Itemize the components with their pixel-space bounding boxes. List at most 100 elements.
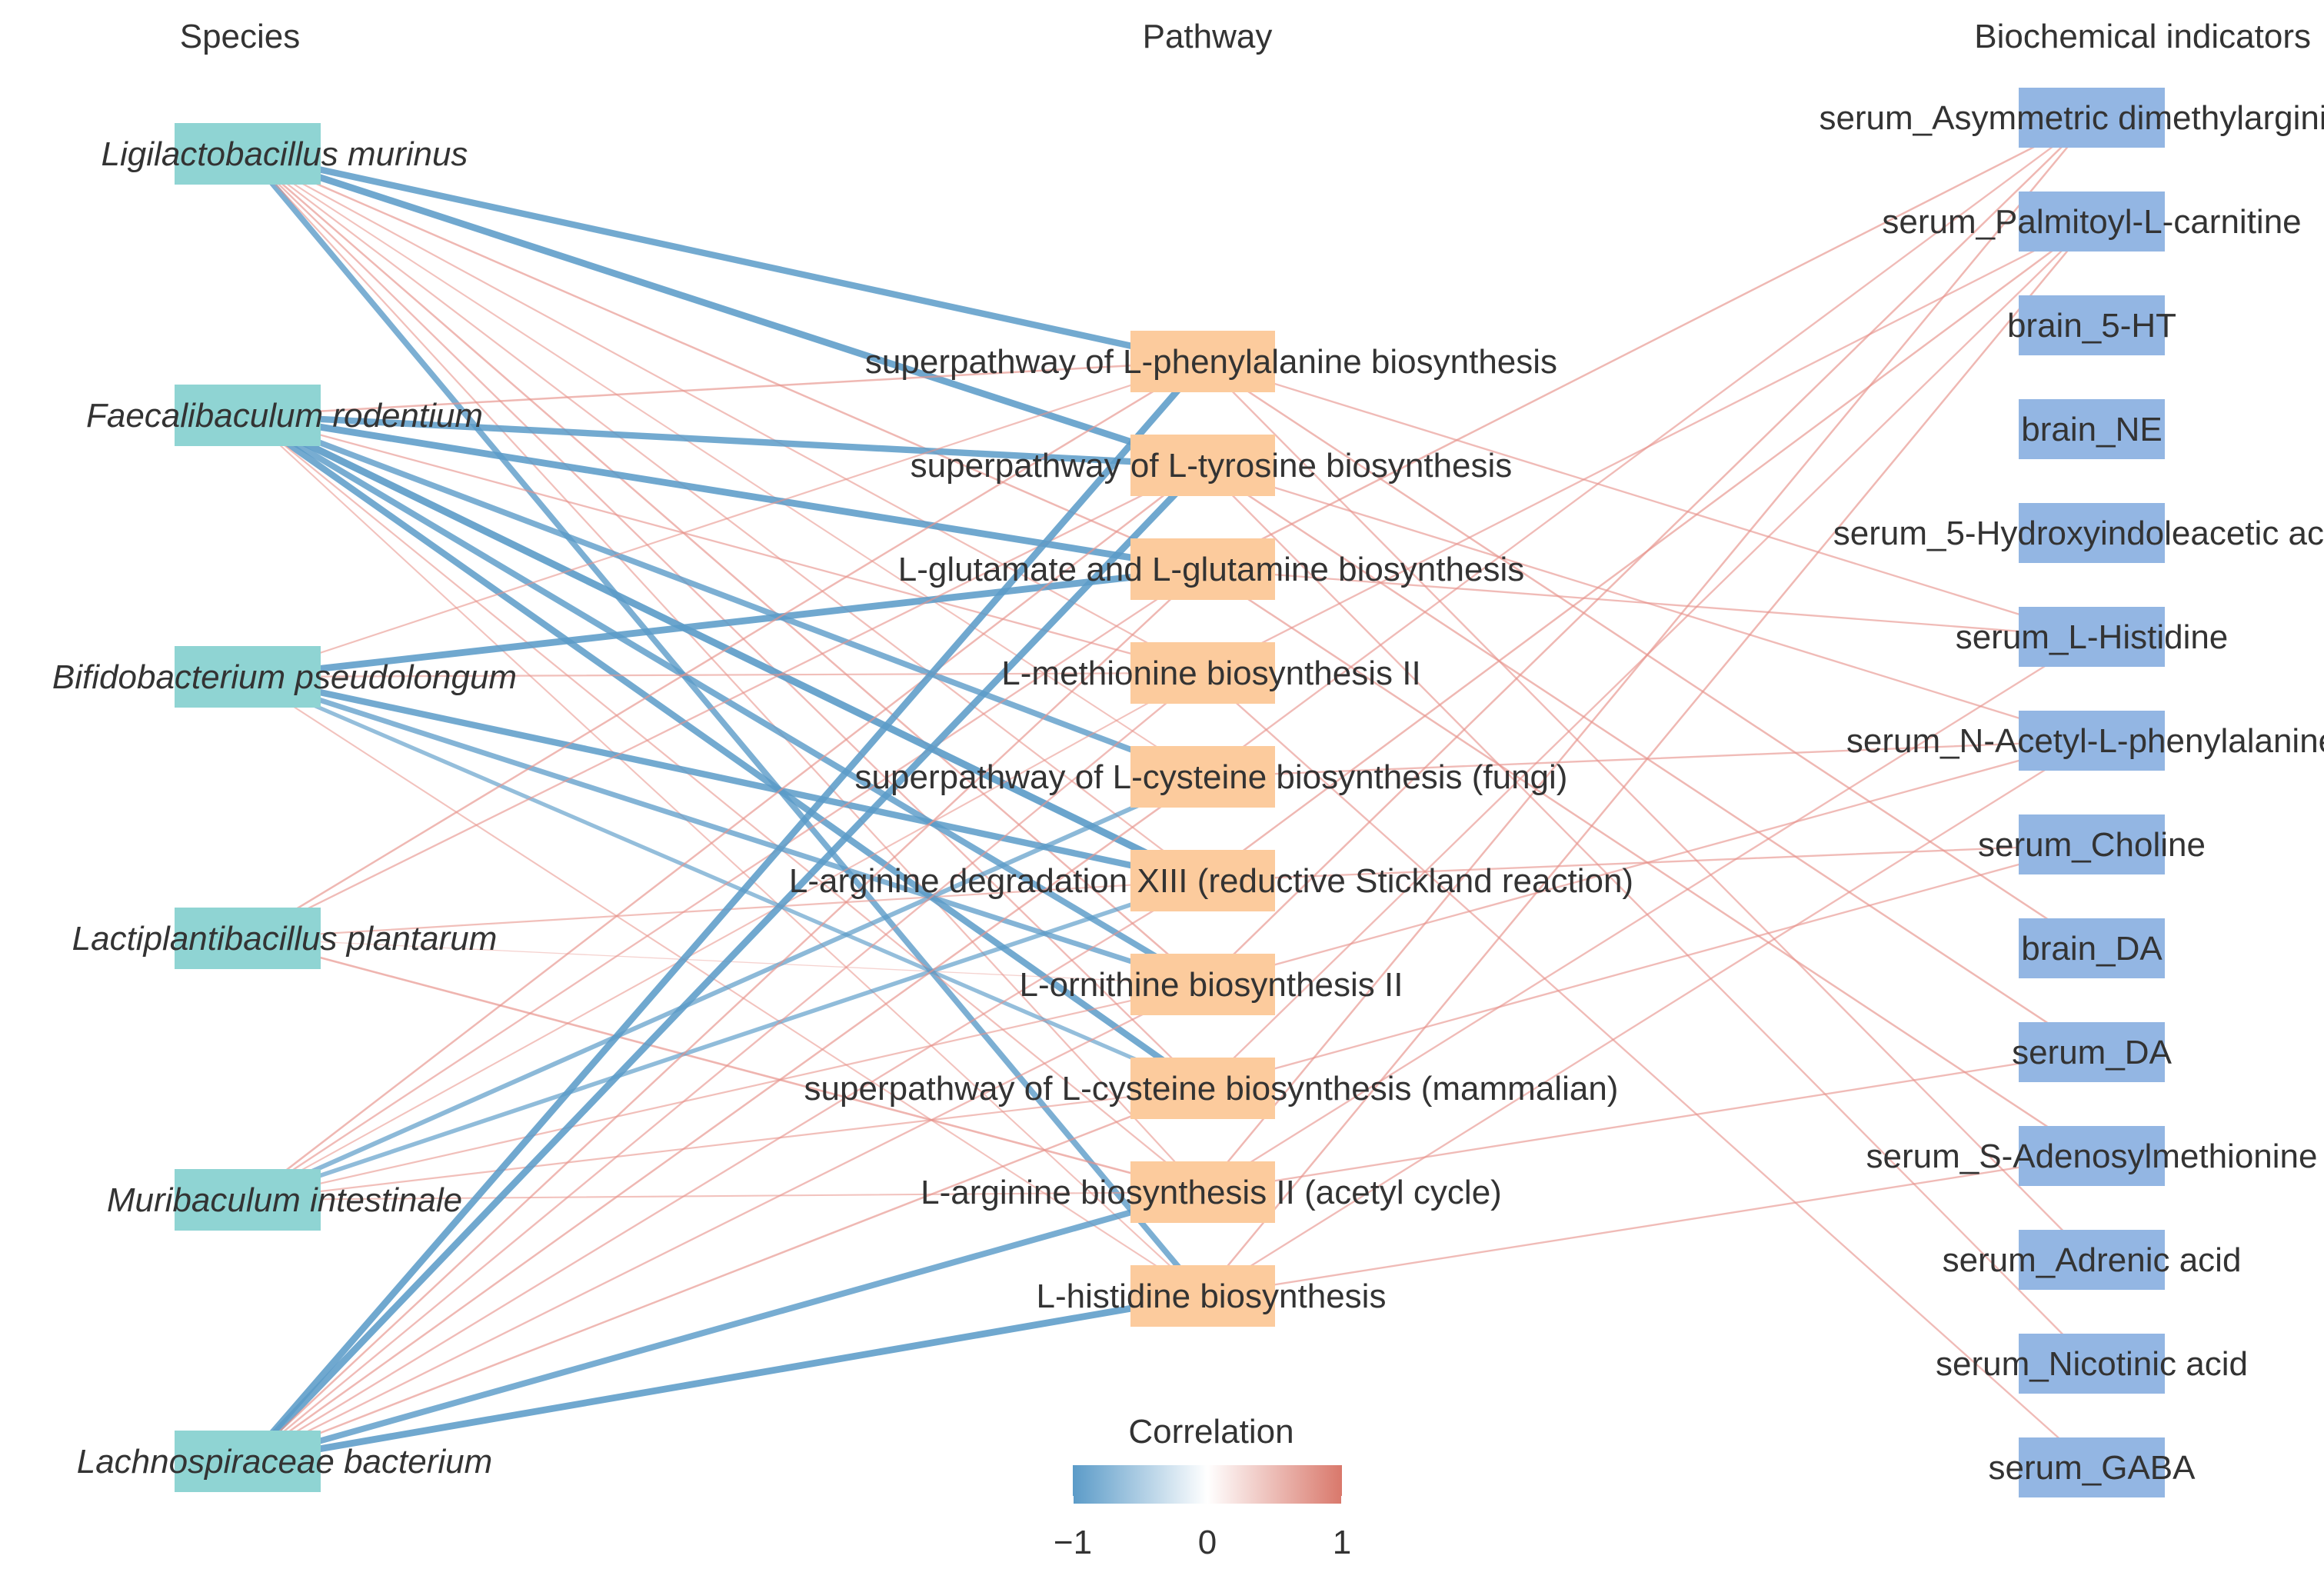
species-node bbox=[175, 385, 321, 446]
edge-species-pathway-s4-p8 bbox=[246, 1191, 1204, 1201]
edge-species-pathway-s4-p2 bbox=[246, 568, 1204, 1201]
species-node bbox=[175, 908, 321, 969]
edge-species-pathway-s1-p5 bbox=[244, 411, 1207, 884]
indicator-label: brain_NE bbox=[2021, 411, 2162, 448]
edge-pathway-indicator-p2-b5 bbox=[1201, 568, 2093, 638]
edge-pathway-indicator-p8-b5 bbox=[1201, 635, 2093, 1194]
indicator-label: serum_S-Adenosylmethionine bbox=[1866, 1138, 2318, 1175]
indicator-label: serum_Choline bbox=[1978, 826, 2206, 864]
edge-pathway-indicator-p9-b10 bbox=[1201, 1154, 2093, 1298]
species-node bbox=[175, 1431, 321, 1492]
pathway-label: superpathway of L-phenylalanine biosynth… bbox=[865, 343, 1557, 381]
indicator-label: brain_5-HT bbox=[2007, 307, 2176, 345]
edge-pathway-indicator-p0-b5 bbox=[1201, 360, 2093, 638]
edge-species-pathway-s1-p0 bbox=[246, 360, 1204, 417]
edge-species-pathway-s4-p1 bbox=[246, 464, 1204, 1201]
edge-species-pathway-s1-p7 bbox=[244, 411, 1207, 1092]
legend-tick-label: 0 bbox=[1198, 1524, 1217, 1561]
species-label: Ligilactobacillus murinus bbox=[102, 135, 468, 173]
edge-species-pathway-s5-p4 bbox=[246, 775, 1204, 1463]
edge-species-pathway-s0-p9 bbox=[245, 151, 1206, 1299]
edge-species-pathway-s5-p1 bbox=[244, 461, 1207, 1465]
edge-pathway-indicator-p9-b6 bbox=[1201, 739, 2093, 1298]
indicator-label: serum_L-Histidine bbox=[1956, 618, 2229, 656]
indicator-node bbox=[2019, 607, 2165, 667]
indicator-node bbox=[2019, 192, 2165, 252]
edge-species-pathway-s3-p0 bbox=[246, 360, 1204, 940]
indicator-label: serum_GABA bbox=[1989, 1449, 2196, 1487]
legend-ticks: −1 0 1 bbox=[1054, 1496, 1351, 1561]
edge-pathway-indicator-p0-b11 bbox=[1201, 360, 2093, 1261]
species-label: Bifidobacterium pseudolongum bbox=[52, 658, 517, 696]
pathway-label: L-methionine biosynthesis II bbox=[1001, 655, 1420, 692]
edge-species-pathway-s0-p0 bbox=[244, 150, 1207, 365]
column-title-indicators: Biochemical indicators bbox=[1974, 18, 2311, 55]
pathway-node bbox=[1130, 1161, 1275, 1223]
edge-species-pathway-s4-p3 bbox=[246, 671, 1204, 1201]
species-label: Lachnospiraceae bacterium bbox=[77, 1443, 493, 1481]
edge-species-pathway-s5-p3 bbox=[246, 671, 1204, 1463]
edge-species-pathway-s1-p8 bbox=[246, 414, 1204, 1194]
edge-species-pathway-s5-p6 bbox=[246, 983, 1204, 1463]
pathway-label: superpathway of L-cysteine biosynthesis … bbox=[804, 1070, 1619, 1108]
column-title-species: Species bbox=[180, 18, 301, 55]
legend-tick-label: 1 bbox=[1333, 1524, 1351, 1561]
indicator-node bbox=[2019, 1126, 2165, 1186]
indicator-label: serum_DA bbox=[2012, 1034, 2172, 1071]
pathway-node bbox=[1130, 1058, 1275, 1119]
edge-pathway-indicator-p6-b0 bbox=[1201, 116, 2093, 986]
edge-species-pathway-s5-p7 bbox=[246, 1087, 1204, 1463]
node-layer bbox=[175, 88, 2165, 1497]
indicator-node bbox=[2019, 814, 2165, 874]
edge-species-pathway-s5-p5 bbox=[246, 879, 1204, 1463]
pathway-node bbox=[1130, 538, 1275, 600]
edge-species-pathway-s4-p4 bbox=[245, 775, 1205, 1202]
species-node bbox=[175, 1169, 321, 1231]
indicator-node bbox=[2019, 295, 2165, 355]
indicator-label: brain_DA bbox=[2021, 930, 2163, 968]
indicator-node bbox=[2019, 1230, 2165, 1290]
legend-title: Correlation bbox=[1128, 1413, 1294, 1451]
indicator-node bbox=[2019, 711, 2165, 771]
edge-species-pathway-s4-p5 bbox=[245, 878, 1205, 1202]
indicator-label: serum_5-Hydroxyindoleacetic acid bbox=[1833, 515, 2324, 552]
edge-species-pathway-s4-p7 bbox=[246, 1087, 1204, 1201]
indicator-node bbox=[2019, 88, 2165, 148]
column-title-pathway: Pathway bbox=[1143, 18, 1273, 55]
correlation-legend: Correlation −1 0 1 bbox=[1054, 1413, 1351, 1561]
edge-pathway-indicator-p9-b1 bbox=[1201, 220, 2093, 1298]
indicator-node bbox=[2019, 1334, 2165, 1394]
pathway-node bbox=[1130, 435, 1275, 496]
indicator-node bbox=[2019, 503, 2165, 563]
edge-layer bbox=[244, 116, 2093, 1469]
indicator-label: serum_Adrenic acid bbox=[1943, 1241, 2242, 1279]
pathway-node bbox=[1130, 850, 1275, 911]
indicator-label: serum_Palmitoyl-L-carnitine bbox=[1882, 203, 2301, 241]
species-node bbox=[175, 646, 321, 708]
legend-tick-label: −1 bbox=[1054, 1524, 1092, 1561]
edge-pathway-indicator-p4-b0 bbox=[1201, 116, 2093, 778]
edge-pathway-indicator-p2-b0 bbox=[1201, 116, 2093, 571]
pathway-label: L-ornithine biosynthesis II bbox=[1020, 966, 1403, 1004]
pathway-node bbox=[1130, 954, 1275, 1015]
pathway-node bbox=[1130, 642, 1275, 704]
indicator-node bbox=[2019, 1022, 2165, 1082]
indicator-label: serum_Nicotinic acid bbox=[1936, 1345, 2248, 1383]
edge-pathway-indicator-p8-b9 bbox=[1201, 1051, 2093, 1194]
edge-species-pathway-s5-p8 bbox=[245, 1189, 1206, 1464]
pathway-label: L-histidine biosynthesis bbox=[1037, 1278, 1387, 1315]
species-label: Muribaculum intestinale bbox=[107, 1181, 462, 1219]
edge-species-pathway-s2-p0 bbox=[246, 360, 1204, 678]
pathway-label: L-arginine biosynthesis II (acetyl cycle… bbox=[921, 1174, 1502, 1211]
pathway-label: L-glutamate and L-glutamine biosynthesis bbox=[898, 551, 1524, 588]
edge-species-pathway-s5-p0 bbox=[244, 358, 1207, 1465]
edge-pathway-indicator-p8-b0 bbox=[1201, 116, 2093, 1194]
pathway-node bbox=[1130, 331, 1275, 392]
pathway-node bbox=[1130, 746, 1275, 808]
edge-species-pathway-s0-p2 bbox=[246, 152, 1204, 571]
indicator-node bbox=[2019, 1437, 2165, 1497]
pathway-label: superpathway of L-tyrosine biosynthesis bbox=[911, 447, 1513, 485]
edge-pathway-indicator-p3-b13 bbox=[1201, 671, 2093, 1469]
